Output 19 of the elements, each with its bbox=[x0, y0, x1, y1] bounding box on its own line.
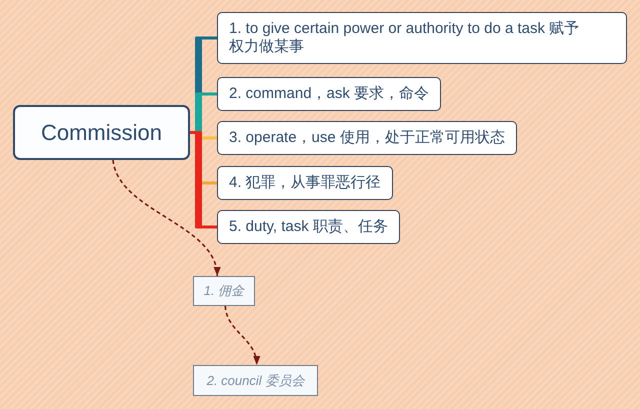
central-topic-text: Commission bbox=[40, 120, 162, 146]
central-topic-box bbox=[13, 105, 190, 160]
curved-arrow bbox=[112, 160, 220, 276]
subtopic-text: 2. command，ask 要求，命令 bbox=[229, 85, 430, 103]
subtopic-text: 1. to give certain power or authority to do a task 赋予权力做某事 bbox=[229, 20, 580, 56]
note-text: 2. council 委员会 bbox=[206, 372, 304, 388]
subtopic-box bbox=[217, 12, 627, 64]
branch-line bbox=[190, 131, 217, 228]
subtopic-text: 5. duty, task 职责、任务 bbox=[229, 218, 388, 236]
subtopic-box bbox=[217, 166, 393, 200]
note-box bbox=[193, 365, 318, 396]
subtopic-box bbox=[217, 77, 442, 111]
note-text: 1. 佣金 bbox=[204, 283, 244, 299]
subtopic-box bbox=[217, 210, 400, 244]
subtopic-text: 4. 犯罪，从事罪恶行径 bbox=[229, 174, 381, 192]
subtopic-text: 3. operate，use 使用，处于正常可用状态 bbox=[229, 129, 505, 147]
curved-arrow bbox=[224, 306, 260, 366]
subtopic-box bbox=[217, 121, 517, 155]
note-box bbox=[193, 276, 255, 306]
